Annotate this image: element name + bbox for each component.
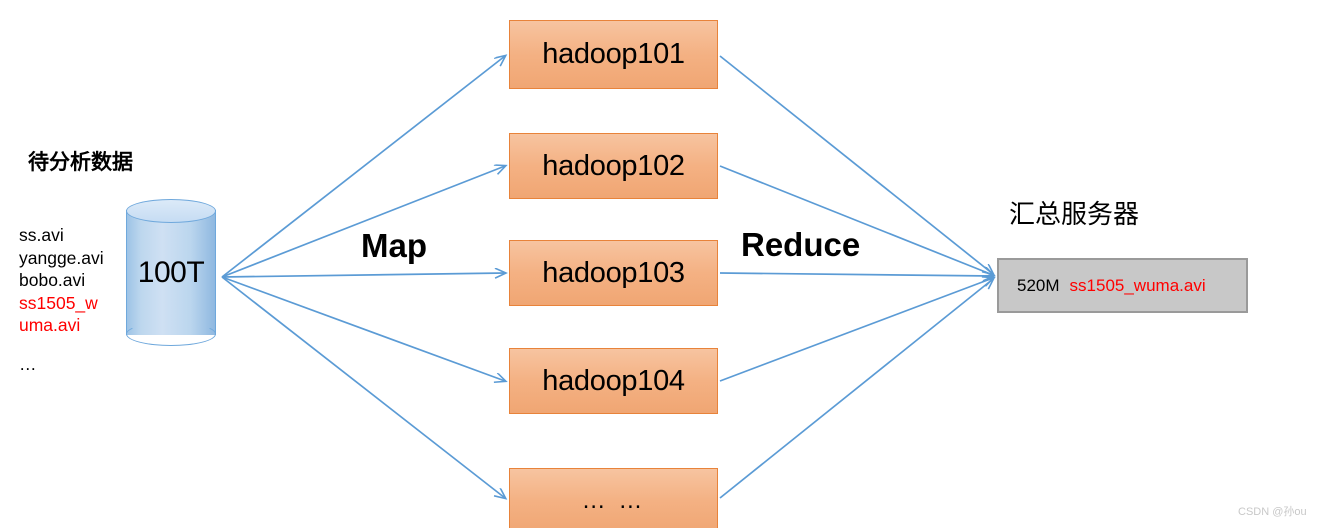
node-box-more[interactable]: … …: [509, 468, 718, 528]
reduce-stage-label: Reduce: [741, 226, 861, 263]
storage-capacity-label: 100T: [137, 255, 205, 289]
node-box-hadoop102[interactable]: hadoop102: [509, 133, 718, 199]
file-list-item: ss.avi: [19, 225, 64, 245]
node-box-hadoop103[interactable]: hadoop103: [509, 240, 718, 306]
file-list-more: …: [19, 353, 39, 374]
database-cylinder-icon: 100T: [126, 199, 216, 346]
node-box-hadoop101[interactable]: hadoop101: [509, 20, 718, 89]
reduce-arrows: [719, 55, 993, 499]
cylinder-top-ellipse: [126, 199, 216, 223]
result-file-size: 520M: [1017, 275, 1060, 295]
node-box-hadoop104[interactable]: hadoop104: [509, 348, 718, 414]
result-file-name: ss1505_wuma.avi: [1069, 275, 1206, 295]
map-arrows: [221, 56, 505, 498]
file-list-item-highlighted: uma.avi: [19, 315, 81, 335]
source-section-title: 待分析数据: [28, 151, 133, 174]
cylinder-bottom-arc: [126, 322, 216, 346]
map-stage-label: Map: [361, 227, 427, 264]
file-list-item: bobo.avi: [19, 270, 86, 290]
aggregator-section-title: 汇总服务器: [1009, 199, 1140, 229]
csdn-watermark: CSDN @孙ou: [1238, 506, 1307, 518]
file-list-item-highlighted: ss1505_w: [19, 292, 98, 313]
cylinder-body: [126, 210, 216, 335]
file-list-item: yangge.avi: [19, 247, 104, 268]
source-file-list: ss.avi yangge.avi bobo.avi ss1505_w uma.…: [19, 224, 104, 375]
aggregator-result-box: 520M ss1505_wuma.avi: [997, 258, 1248, 313]
